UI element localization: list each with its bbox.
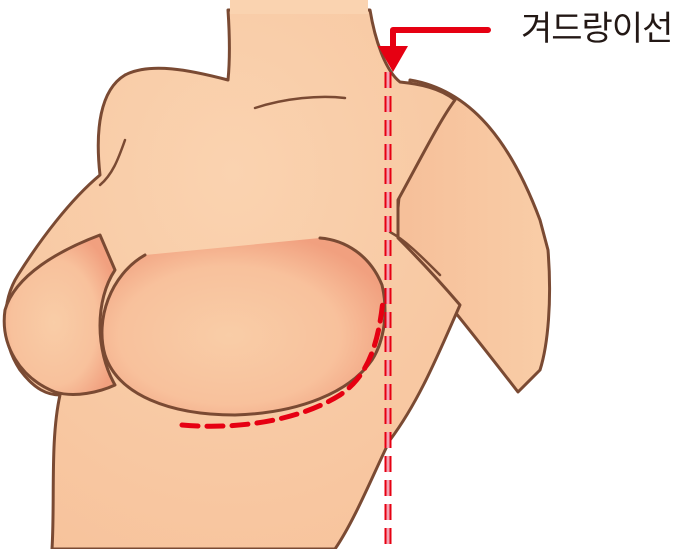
underbust-dashed-line bbox=[179, 297, 386, 429]
left-breast-shape bbox=[2, 233, 117, 396]
shoulder-crease bbox=[98, 138, 127, 187]
collarbone-line bbox=[253, 95, 347, 110]
armpit-crease bbox=[388, 230, 442, 277]
down-arrow-icon bbox=[378, 46, 408, 72]
right-breast-shape bbox=[100, 236, 387, 417]
axillary-line-label: 겨드랑이선 bbox=[521, 9, 673, 49]
callout-leader-line bbox=[390, 27, 491, 53]
